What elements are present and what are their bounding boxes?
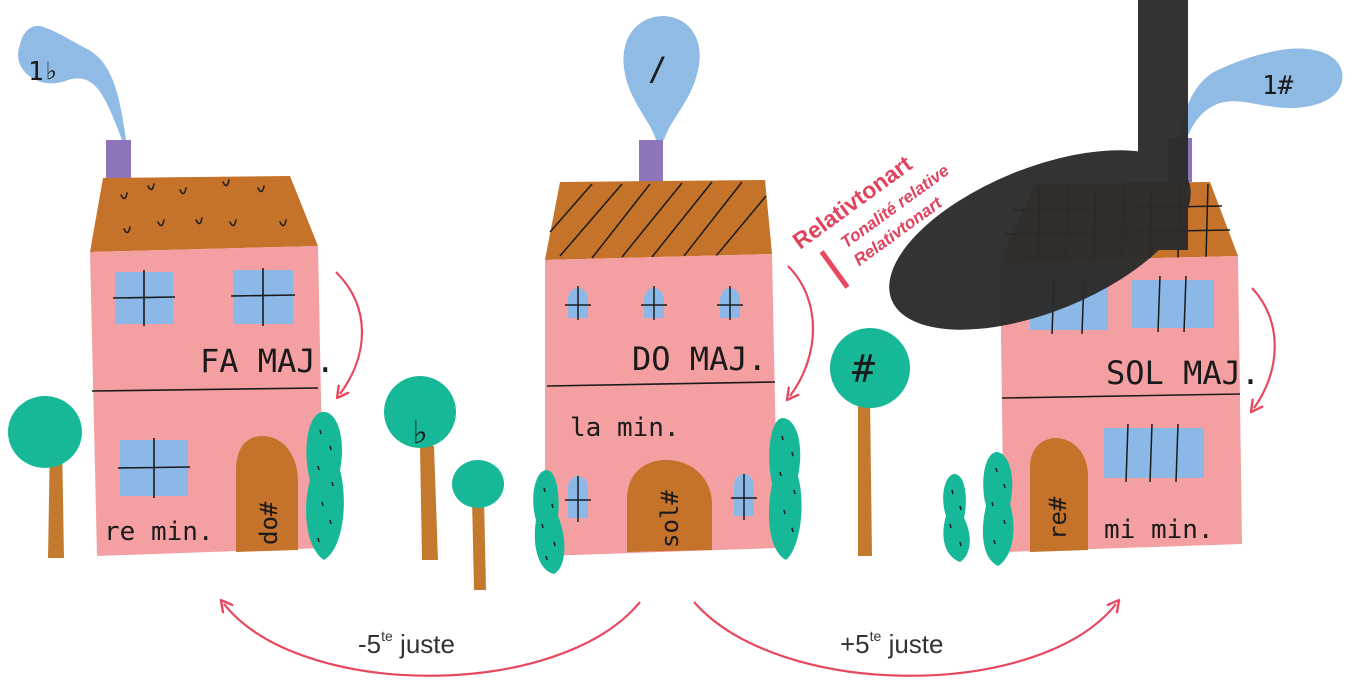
roof-fa	[90, 176, 318, 252]
window-sol-3	[1104, 424, 1204, 482]
minor-label-do: la min.	[570, 413, 680, 443]
bush-left-1	[306, 412, 344, 560]
brand-bar	[820, 250, 850, 289]
window-fa-2	[231, 268, 295, 326]
minor-label-sol: mi min.	[1104, 515, 1214, 545]
major-label-fa: FA MAJ.	[200, 342, 335, 380]
tree-flat-label: ♭	[410, 413, 430, 453]
fifth-up-label: +5te juste	[840, 628, 944, 659]
major-label-sol: SOL MAJ.	[1106, 354, 1260, 392]
door-label-do: sol#	[656, 490, 684, 548]
chimney-do	[639, 140, 663, 182]
tree-small	[452, 460, 504, 590]
minor-arrow-do	[788, 266, 813, 396]
bush-right-2	[983, 452, 1014, 566]
tree-sharp: #	[830, 328, 910, 556]
smoke-label-fa: 1♭	[28, 57, 59, 87]
minor-label-fa: re min.	[104, 517, 214, 547]
tree-round-left	[8, 396, 82, 558]
window-sol-2	[1132, 276, 1214, 332]
bush-mid-2	[769, 418, 802, 560]
window-fa-3	[118, 438, 190, 498]
minor-arrow-fa	[336, 272, 362, 394]
door-label-sol: re#	[1044, 496, 1072, 540]
smoke-label-do: /	[648, 50, 667, 88]
bush-right-1	[943, 474, 970, 562]
door-label-fa: do#	[255, 501, 283, 545]
major-label-do: DO MAJ.	[632, 340, 767, 378]
fifth-down-label: -5te juste	[358, 628, 455, 659]
chimney-fa	[106, 140, 131, 182]
tree-sharp-label: #	[852, 347, 875, 391]
smoke-label-sol: 1#	[1262, 71, 1294, 101]
window-fa-1	[113, 270, 175, 326]
tree-flat: ♭	[384, 376, 456, 560]
